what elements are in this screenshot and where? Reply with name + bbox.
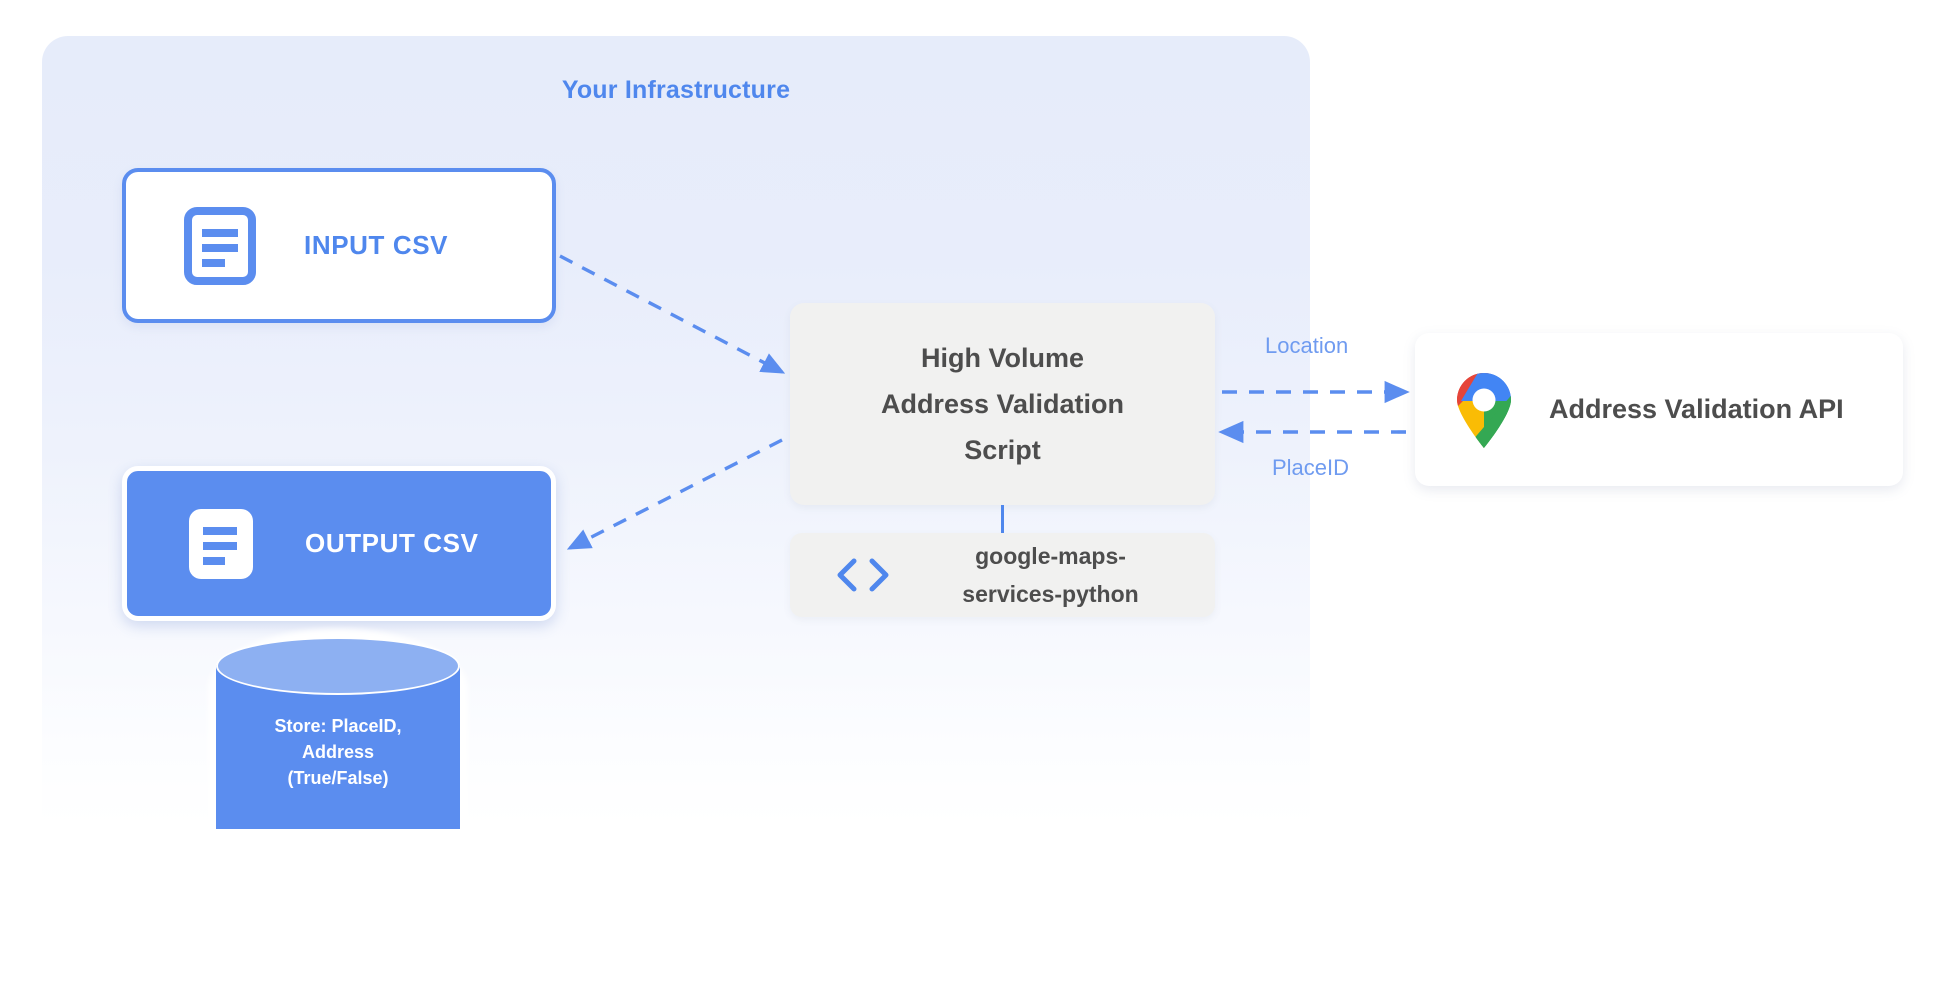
database-label-line1: Store: PlaceID,	[274, 716, 402, 736]
output-csv-card[interactable]: OUTPUT CSV	[122, 466, 556, 621]
input-csv-card[interactable]: INPUT CSV	[122, 168, 556, 323]
google-maps-pin-icon	[1456, 372, 1512, 448]
document-icon	[184, 206, 256, 285]
database-label-line3: (True/False)	[287, 768, 389, 788]
script-label-line3: Script	[964, 435, 1041, 465]
address-validation-script-box[interactable]: High Volume Address Validation Script	[790, 303, 1215, 505]
script-library-connector	[1001, 505, 1004, 533]
database-label: Store: PlaceID, Address (True/False)	[216, 713, 460, 791]
library-name: google-maps- services-python	[914, 537, 1215, 613]
database-label-line2: Address	[301, 742, 375, 762]
library-name-line2: services-python	[962, 581, 1139, 607]
database-top-ellipse	[216, 637, 460, 695]
input-csv-label: INPUT CSV	[304, 230, 449, 260]
document-icon	[189, 508, 253, 579]
database-cylinder[interactable]: Store: PlaceID, Address (True/False)	[208, 629, 468, 871]
your-infrastructure-title: Your Infrastructure	[561, 76, 791, 104]
address-validation-api-label: Address Validation API	[1549, 394, 1844, 424]
google-maps-services-python-chip[interactable]: google-maps- services-python	[790, 533, 1215, 617]
output-csv-label: OUTPUT CSV	[305, 528, 479, 558]
library-name-line1: google-maps-	[975, 543, 1126, 569]
script-label-line2: Address Validation	[880, 389, 1125, 419]
script-label: High Volume Address Validation Script	[881, 335, 1124, 473]
edge-label-location: Location	[1265, 333, 1349, 358]
address-validation-api-card[interactable]: Address Validation API	[1415, 333, 1903, 486]
edge-label-placeid: PlaceID	[1272, 455, 1350, 480]
code-brackets-icon	[837, 558, 889, 592]
script-label-line1: High Volume	[920, 343, 1084, 373]
